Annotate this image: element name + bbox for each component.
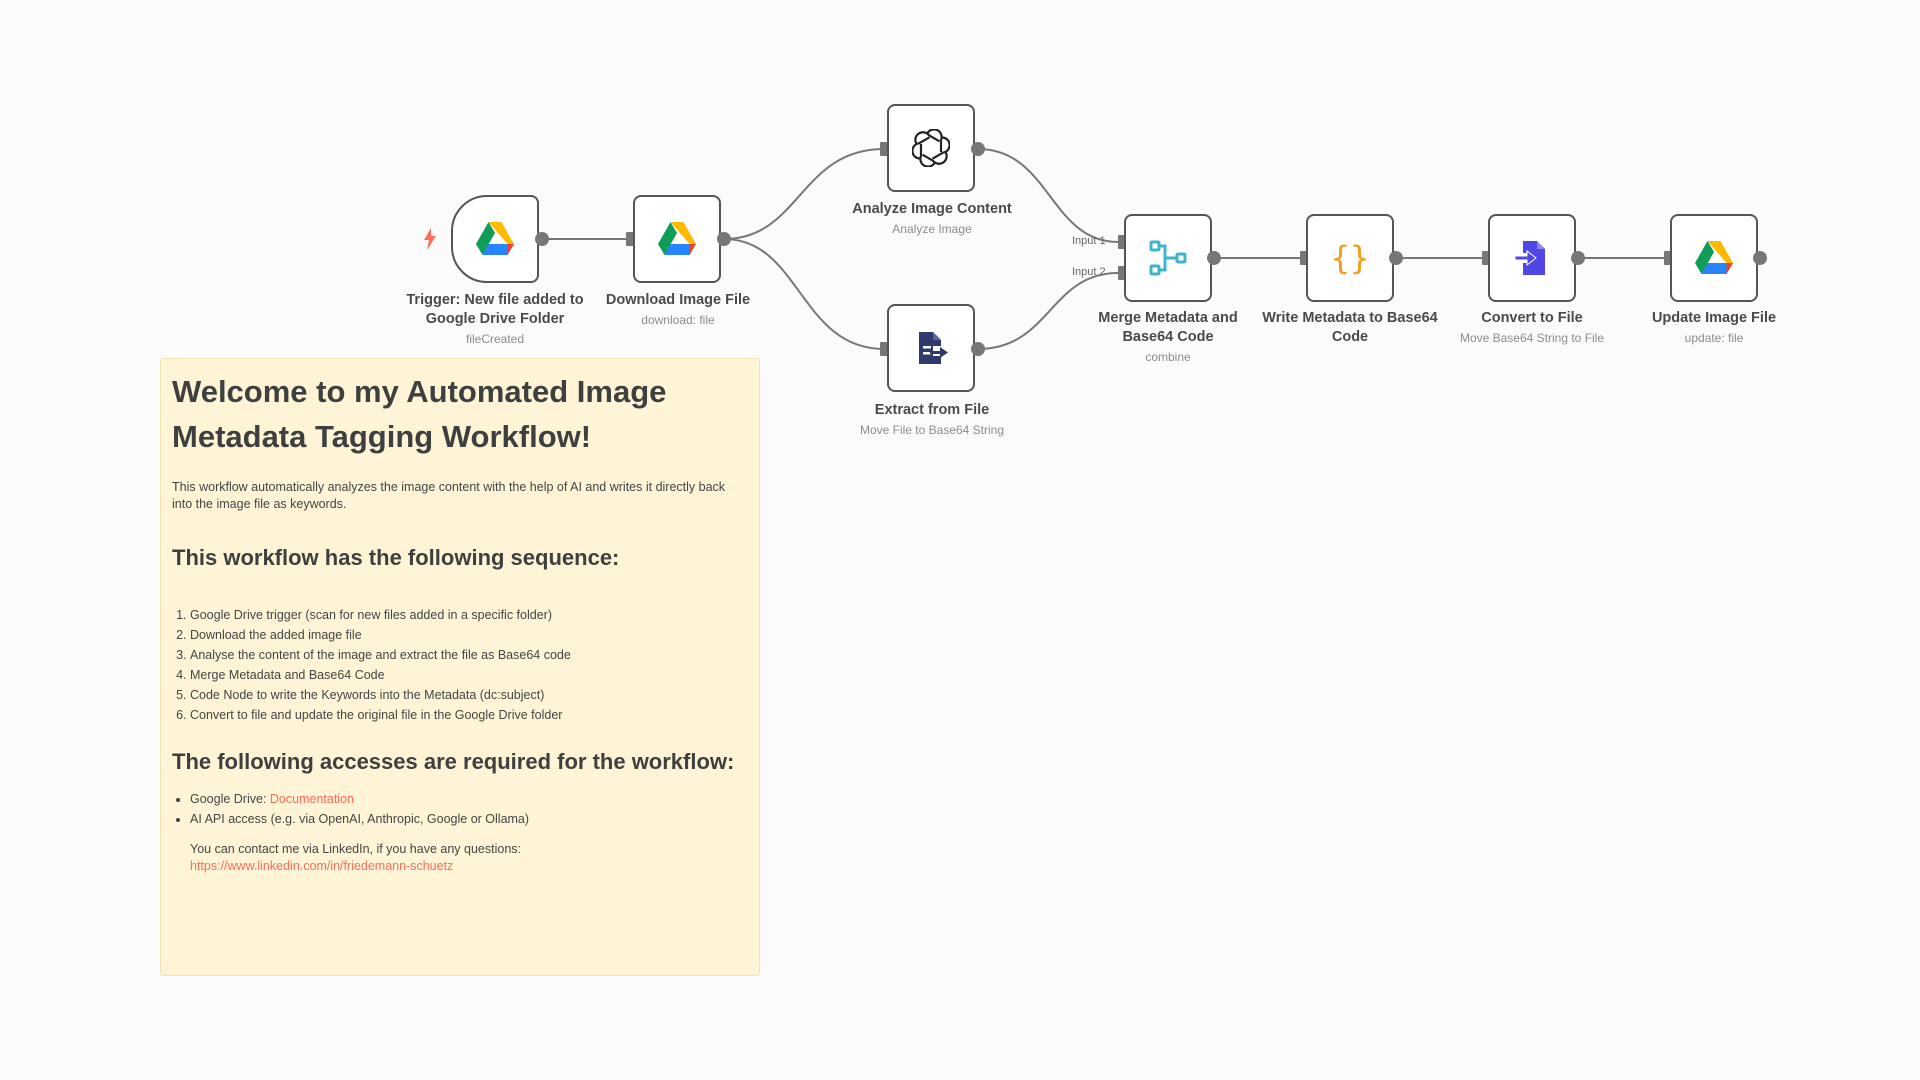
convert-title: Convert to File [1481, 310, 1583, 326]
download-label: Download Image File download: file [578, 291, 778, 327]
list-item: Convert to file and update the original … [190, 705, 747, 725]
merge-input-2-label: Input 2 [1072, 266, 1106, 278]
sequence-list: Google Drive trigger (scan for new files… [172, 605, 747, 725]
node-update-image-file[interactable] [1670, 214, 1758, 302]
edge-extract-merge [977, 272, 1119, 350]
google-drive-icon [1695, 241, 1733, 275]
extract-file-icon [913, 330, 949, 366]
merge-title-1: Merge Metadata and [1098, 310, 1238, 326]
list-item: Google Drive: Documentation [190, 789, 747, 809]
code-label: Write Metadata to Base64 Code [1250, 309, 1450, 347]
access-list: Google Drive: Documentation AI API acces… [172, 789, 747, 829]
code-title-2: Code [1331, 329, 1369, 345]
download-input-port[interactable] [626, 232, 634, 246]
extract-input-port[interactable] [880, 342, 888, 356]
sticky-heading: Welcome to my Automated Image Metadata T… [172, 374, 667, 454]
sticky-note[interactable]: Welcome to my Automated Image Metadata T… [160, 358, 760, 976]
code-output-port[interactable] [1389, 251, 1403, 265]
update-input-port[interactable] [1664, 251, 1672, 265]
node-write-metadata[interactable]: {} [1306, 214, 1394, 302]
node-merge[interactable] [1124, 214, 1212, 302]
svg-text:{}: {} [1331, 239, 1370, 277]
merge-title-2: Base64 Code [1122, 329, 1214, 345]
contact-text: You can contact me via LinkedIn, if you … [190, 842, 521, 856]
trigger-title-1: Trigger: New file added to [406, 292, 584, 308]
convert-output-port[interactable] [1571, 251, 1585, 265]
merge-icon [1148, 238, 1188, 278]
code-title-1: Write Metadata to Base64 [1262, 310, 1438, 326]
contact-link-row: https://www.linkedin.com/in/friedemann-s… [172, 858, 747, 875]
node-analyze-image-content[interactable] [887, 104, 975, 192]
convert-subtitle: Move Base64 String to File [1459, 331, 1605, 345]
update-subtitle: update: file [1684, 331, 1744, 345]
edge-analyze-merge [977, 148, 1119, 243]
code-braces-icon: {} [1330, 238, 1370, 278]
update-output-port[interactable] [1753, 251, 1767, 265]
list-item: Code Node to write the Keywords into the… [190, 685, 747, 705]
merge-subtitle: combine [1145, 350, 1191, 364]
merge-label: Merge Metadata and Base64 Code combine [1068, 309, 1268, 364]
documentation-link[interactable]: Documentation [269, 792, 354, 806]
node-extract-from-file[interactable] [887, 304, 975, 392]
edge-download-extract [723, 238, 885, 350]
access-drive-label: Google Drive: [190, 792, 270, 806]
extract-output-port[interactable] [971, 342, 985, 356]
analyze-output-port[interactable] [971, 142, 985, 156]
edge-download-analyze [723, 148, 885, 240]
convert-input-port[interactable] [1482, 251, 1490, 265]
node-convert-to-file[interactable] [1488, 214, 1576, 302]
trigger-label: Trigger: New file added to Google Drive … [395, 291, 595, 346]
merge-output-port[interactable] [1207, 251, 1221, 265]
trigger-bolt-icon [423, 228, 437, 254]
list-item: Analyse the content of the image and ext… [190, 645, 747, 665]
analyze-subtitle: Analyze Image [892, 222, 972, 236]
extract-subtitle: Move File to Base64 String [859, 423, 1005, 437]
extract-label: Extract from File Move File to Base64 St… [832, 401, 1032, 437]
convert-file-icon [1513, 239, 1551, 277]
analyze-input-port[interactable] [880, 142, 888, 156]
download-title: Download Image File [605, 292, 751, 308]
code-input-port[interactable] [1300, 251, 1308, 265]
merge-input-1-label: Input 1 [1072, 235, 1106, 247]
download-subtitle: download: file [641, 313, 715, 327]
download-output-port[interactable] [717, 232, 731, 246]
list-item: Google Drive trigger (scan for new files… [190, 605, 747, 625]
list-item: Merge Metadata and Base64 Code [190, 665, 747, 685]
openai-icon [912, 129, 950, 167]
sequence-heading: This workflow has the following sequence… [172, 545, 620, 570]
node-trigger[interactable] [451, 195, 539, 283]
google-drive-icon [476, 222, 514, 256]
list-item: AI API access (e.g. via OpenAI, Anthropi… [190, 809, 747, 829]
sticky-intro: This workflow automatically analyzes the… [172, 480, 726, 511]
node-download-image-file[interactable] [633, 195, 721, 283]
merge-input-2-port[interactable] [1118, 266, 1126, 280]
analyze-label: Analyze Image Content Analyze Image [832, 200, 1032, 236]
update-title: Update Image File [1651, 310, 1777, 326]
access-heading: The following accesses are required for … [172, 749, 735, 774]
trigger-output-port[interactable] [535, 232, 549, 246]
update-label: Update Image File update: file [1614, 309, 1814, 345]
google-drive-icon [658, 222, 696, 256]
list-item: Download the added image file [190, 625, 747, 645]
analyze-title: Analyze Image Content [852, 201, 1012, 217]
linkedin-link[interactable]: https://www.linkedin.com/in/friedemann-s… [190, 859, 454, 873]
convert-label: Convert to File Move Base64 String to Fi… [1432, 309, 1632, 345]
merge-input-1-port[interactable] [1118, 235, 1126, 249]
trigger-subtitle: fileCreated [465, 332, 525, 346]
trigger-title-2: Google Drive Folder [425, 311, 565, 327]
extract-title: Extract from File [874, 402, 990, 418]
